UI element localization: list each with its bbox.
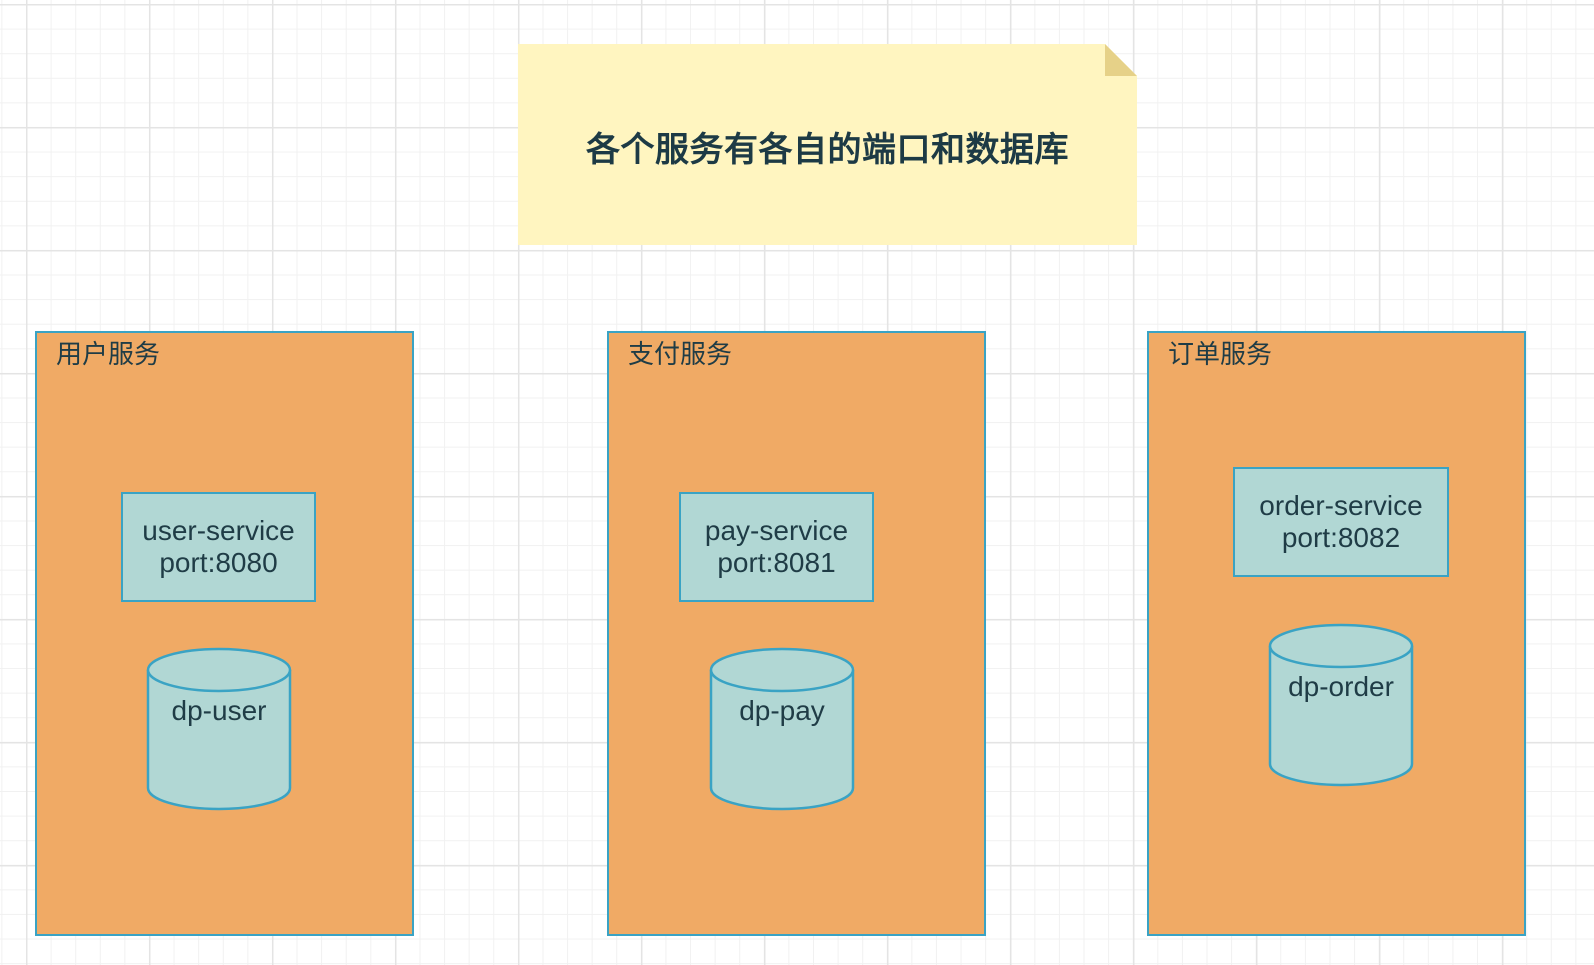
service-group-label: 支付服务 bbox=[628, 340, 733, 370]
database-label: dp-pay bbox=[739, 695, 825, 726]
service-group-label: 用户服务 bbox=[56, 340, 161, 370]
service-port: port:8081 bbox=[717, 547, 836, 578]
service-name: order-service bbox=[1259, 490, 1423, 521]
service-card-user[interactable]: user-service port:8080 bbox=[121, 492, 316, 602]
service-port: port:8082 bbox=[1281, 522, 1401, 553]
database-pay[interactable]: dp-pay bbox=[709, 647, 855, 813]
service-name: user-service bbox=[142, 515, 295, 546]
database-order[interactable]: dp-order bbox=[1268, 623, 1414, 789]
service-card-order[interactable]: order-service port:8082 bbox=[1233, 467, 1449, 577]
service-group-user[interactable]: 用户服务 bbox=[35, 331, 414, 936]
service-name: pay-service bbox=[704, 515, 849, 546]
service-card-pay[interactable]: pay-service port:8081 bbox=[679, 492, 874, 602]
database-label: dp-user bbox=[171, 695, 267, 726]
service-group-pay[interactable]: 支付服务 bbox=[607, 331, 986, 936]
service-port: port:8080 bbox=[159, 547, 278, 578]
database-cylinder-icon bbox=[709, 647, 855, 811]
note-fold-corner bbox=[1105, 44, 1137, 76]
database-cylinder-icon bbox=[1268, 623, 1414, 787]
database-label: dp-order bbox=[1288, 671, 1394, 702]
title-note[interactable] bbox=[518, 44, 1137, 245]
database-cylinder-icon bbox=[146, 647, 292, 811]
database-user[interactable]: dp-user bbox=[146, 647, 292, 813]
service-group-label: 订单服务 bbox=[1168, 340, 1273, 370]
note-title: 各个服务有各自的端口和数据库 bbox=[586, 130, 1069, 170]
